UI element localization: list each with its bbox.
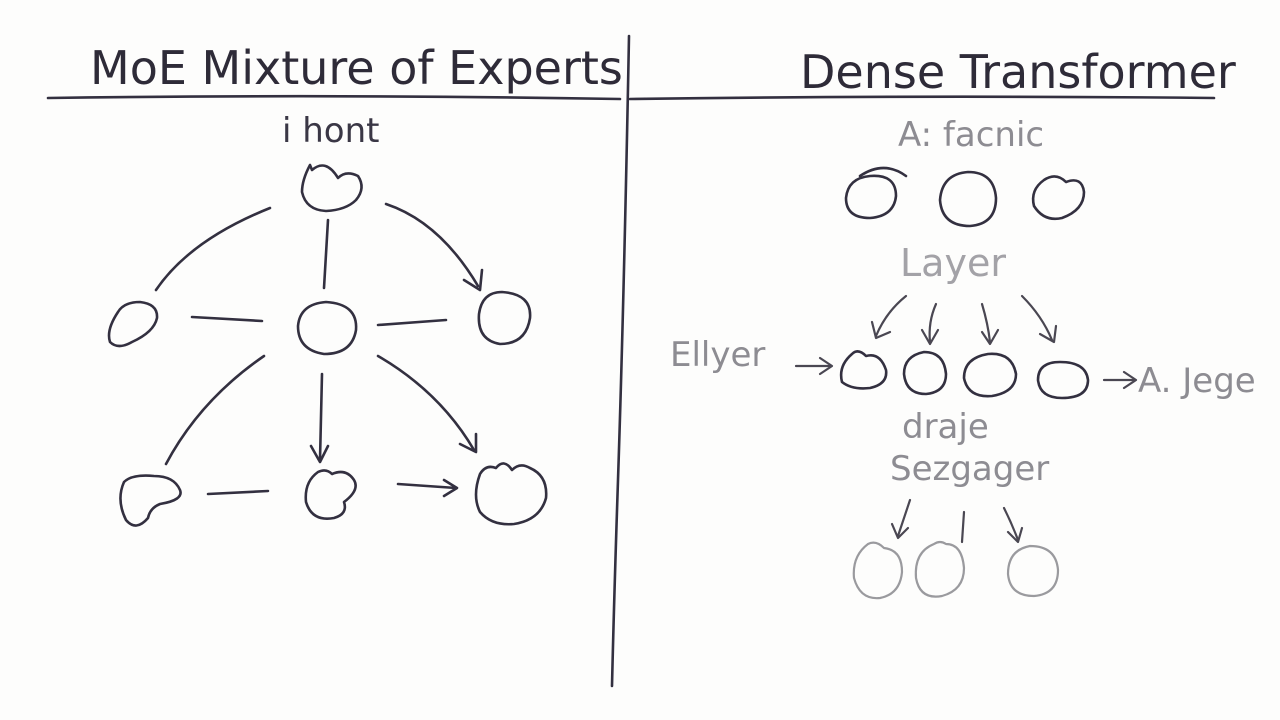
moe-expert-node-center: [296, 300, 358, 356]
dense-right-label: A. Jege: [1138, 361, 1256, 401]
dense-title: Dense Transformer: [800, 45, 1236, 99]
moe-edge-center-to-bottom-center: [318, 372, 324, 462]
moe-graph: [107, 163, 548, 527]
dense-arrow-down-1: [874, 294, 908, 338]
moe-edge-router-to-left: [154, 206, 272, 292]
dense-layer-label: Layer: [900, 241, 1006, 285]
dense-arrow-bottom-1: [896, 498, 912, 538]
dense-mid-label-1: draje: [902, 407, 989, 447]
moe-edge-center-to-bottom-left: [164, 354, 266, 466]
dense-arrowhead-2: [920, 328, 940, 346]
moe-title: MoE Mixture of Experts: [90, 41, 623, 95]
left-title-underline: [46, 94, 622, 101]
dense-bottom-node-1: [852, 541, 904, 600]
dense-line-bottom-2: [960, 510, 966, 544]
moe-router-node: [300, 163, 363, 213]
moe-edge-bottom-center-right: [396, 482, 458, 490]
dense-arrowhead-bottom-1: [890, 522, 910, 540]
dense-arrowhead-1: [870, 320, 892, 340]
moe-edge-center-right: [376, 318, 448, 327]
right-title-underline: [628, 95, 1216, 101]
dense-mid-node-3: [962, 352, 1018, 398]
dense-mid-node-2: [902, 350, 948, 396]
dense-arrowhead-right-out: [1122, 370, 1138, 390]
dense-arrowhead-left-in: [818, 356, 834, 376]
dense-left-label: Ellyer: [670, 335, 765, 375]
moe-expert-node-bottom-right: [474, 462, 548, 526]
moe-expert-node-bottom-left: [119, 474, 182, 527]
dense-top-label: A: facnic: [898, 115, 1044, 155]
moe-arrowhead-bottom-right-horizontal: [442, 478, 459, 498]
dense-graph: Layer Ellyer A. Jege draje Sezgager: [670, 166, 1256, 600]
moe-expert-node-bottom-center: [304, 469, 357, 520]
dense-arrowhead-4: [1038, 324, 1058, 344]
moe-arrowhead-bottom-right: [458, 432, 478, 454]
moe-edge-left-center: [190, 315, 264, 323]
dense-mid-node-1: [839, 350, 888, 390]
moe-arrowhead-bottom-center: [309, 444, 330, 464]
dense-arrow-down-4: [1020, 294, 1054, 342]
moe-expert-node-right: [477, 290, 532, 346]
dense-arrowhead-3: [980, 328, 1000, 346]
moe-expert-node-left: [107, 300, 159, 348]
dense-arrow-down-2: [928, 302, 938, 344]
dense-arrow-down-3: [980, 302, 992, 344]
moe-edge-center-to-bottom-right: [376, 354, 476, 452]
dense-mid-label-2: Sezgager: [890, 449, 1049, 489]
dense-bottom-node-2: [914, 540, 966, 598]
center-divider: [610, 34, 631, 688]
dense-bottom-node-3: [1006, 544, 1060, 598]
dense-mid-node-4: [1036, 360, 1090, 400]
moe-top-label: i hont: [282, 111, 379, 151]
moe-arrowhead-right: [462, 268, 484, 292]
moe-edge-bottom-left-center: [206, 489, 270, 496]
dense-arrowhead-bottom-3: [1006, 526, 1024, 544]
moe-edge-router-to-right: [384, 202, 480, 288]
dense-arrow-bottom-3: [1002, 506, 1020, 542]
moe-edge-router-to-center: [322, 218, 330, 290]
dense-top-node-2: [938, 170, 998, 228]
dense-top-node-1: [844, 174, 898, 220]
dense-top-node-3: [1031, 175, 1086, 221]
dense-top-node-1-stroke: [858, 166, 908, 178]
